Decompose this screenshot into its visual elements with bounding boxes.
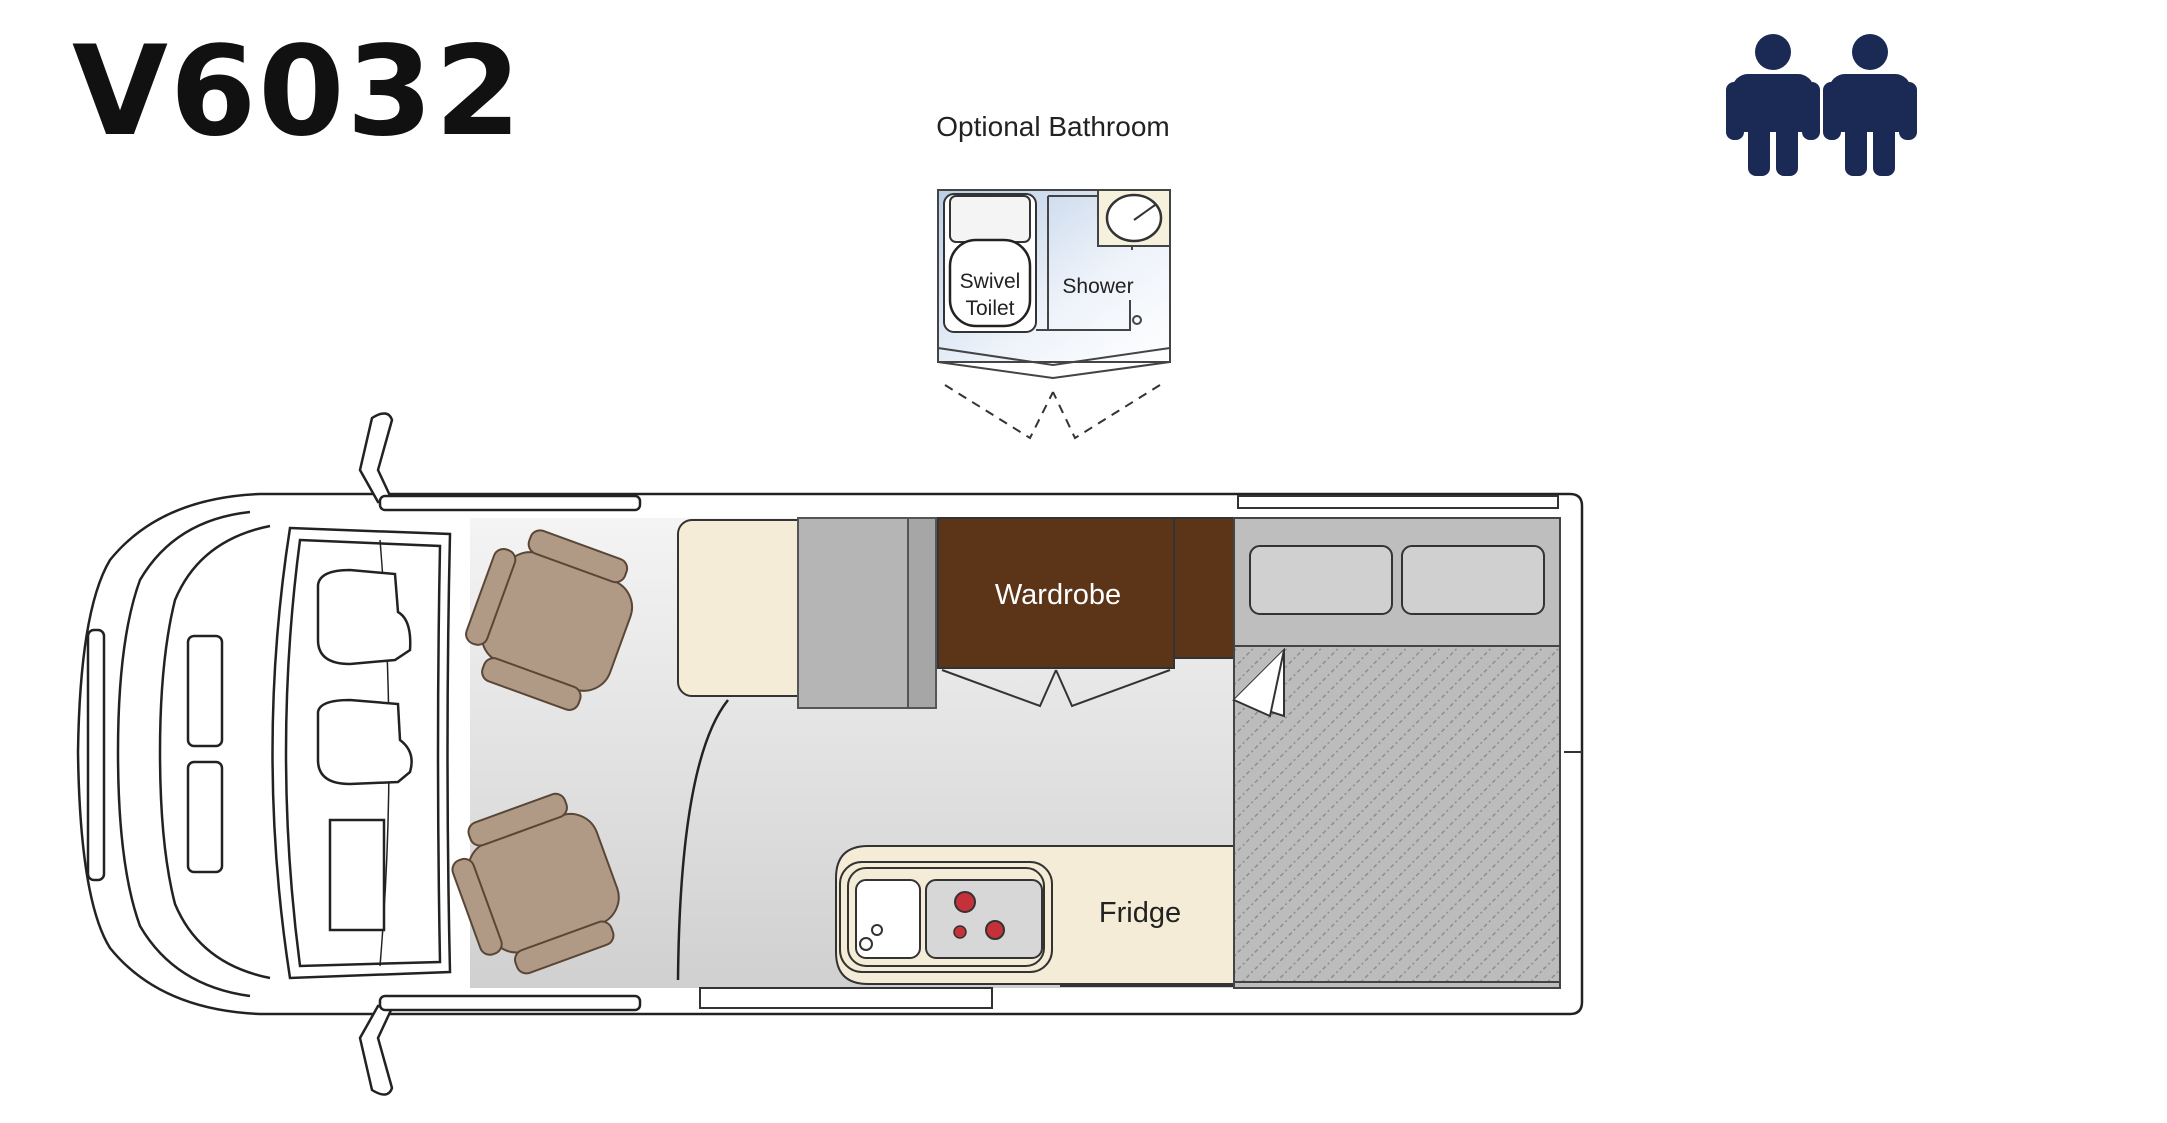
mattress — [1233, 645, 1561, 983]
bathroom-heading: Optional Bathroom — [936, 111, 1169, 142]
model-title: V6032 — [72, 20, 524, 164]
cooktop — [925, 879, 1043, 959]
van-cab — [76, 412, 642, 1096]
pillow-right — [1401, 545, 1545, 615]
toilet-label-line2: Toilet — [965, 297, 1014, 320]
mirror-right — [358, 1004, 394, 1096]
occupancy-icons — [1726, 34, 1917, 176]
toilet-label-line1: Swivel — [960, 270, 1021, 293]
kitchen-counter: Fridge — [835, 845, 1235, 985]
swivel-seat-driver — [465, 529, 634, 711]
swivel-seat-passenger — [451, 792, 620, 975]
sink — [855, 879, 921, 959]
fridge-label: Fridge — [1099, 897, 1181, 929]
rear-bed — [1232, 517, 1561, 989]
shower-label: Shower — [1062, 275, 1133, 298]
pillow-left — [1249, 545, 1393, 615]
swivel-toilet — [948, 238, 1032, 328]
person-icon — [1726, 34, 1820, 176]
mirror-left — [358, 412, 394, 504]
person-icon — [1823, 34, 1917, 176]
optional-bathroom: Optional Bathroom Swivel Toilet Shower — [936, 111, 1171, 440]
wardrobe-label: Wardrobe — [995, 579, 1121, 611]
wardrobe: Wardrobe — [937, 517, 1235, 708]
